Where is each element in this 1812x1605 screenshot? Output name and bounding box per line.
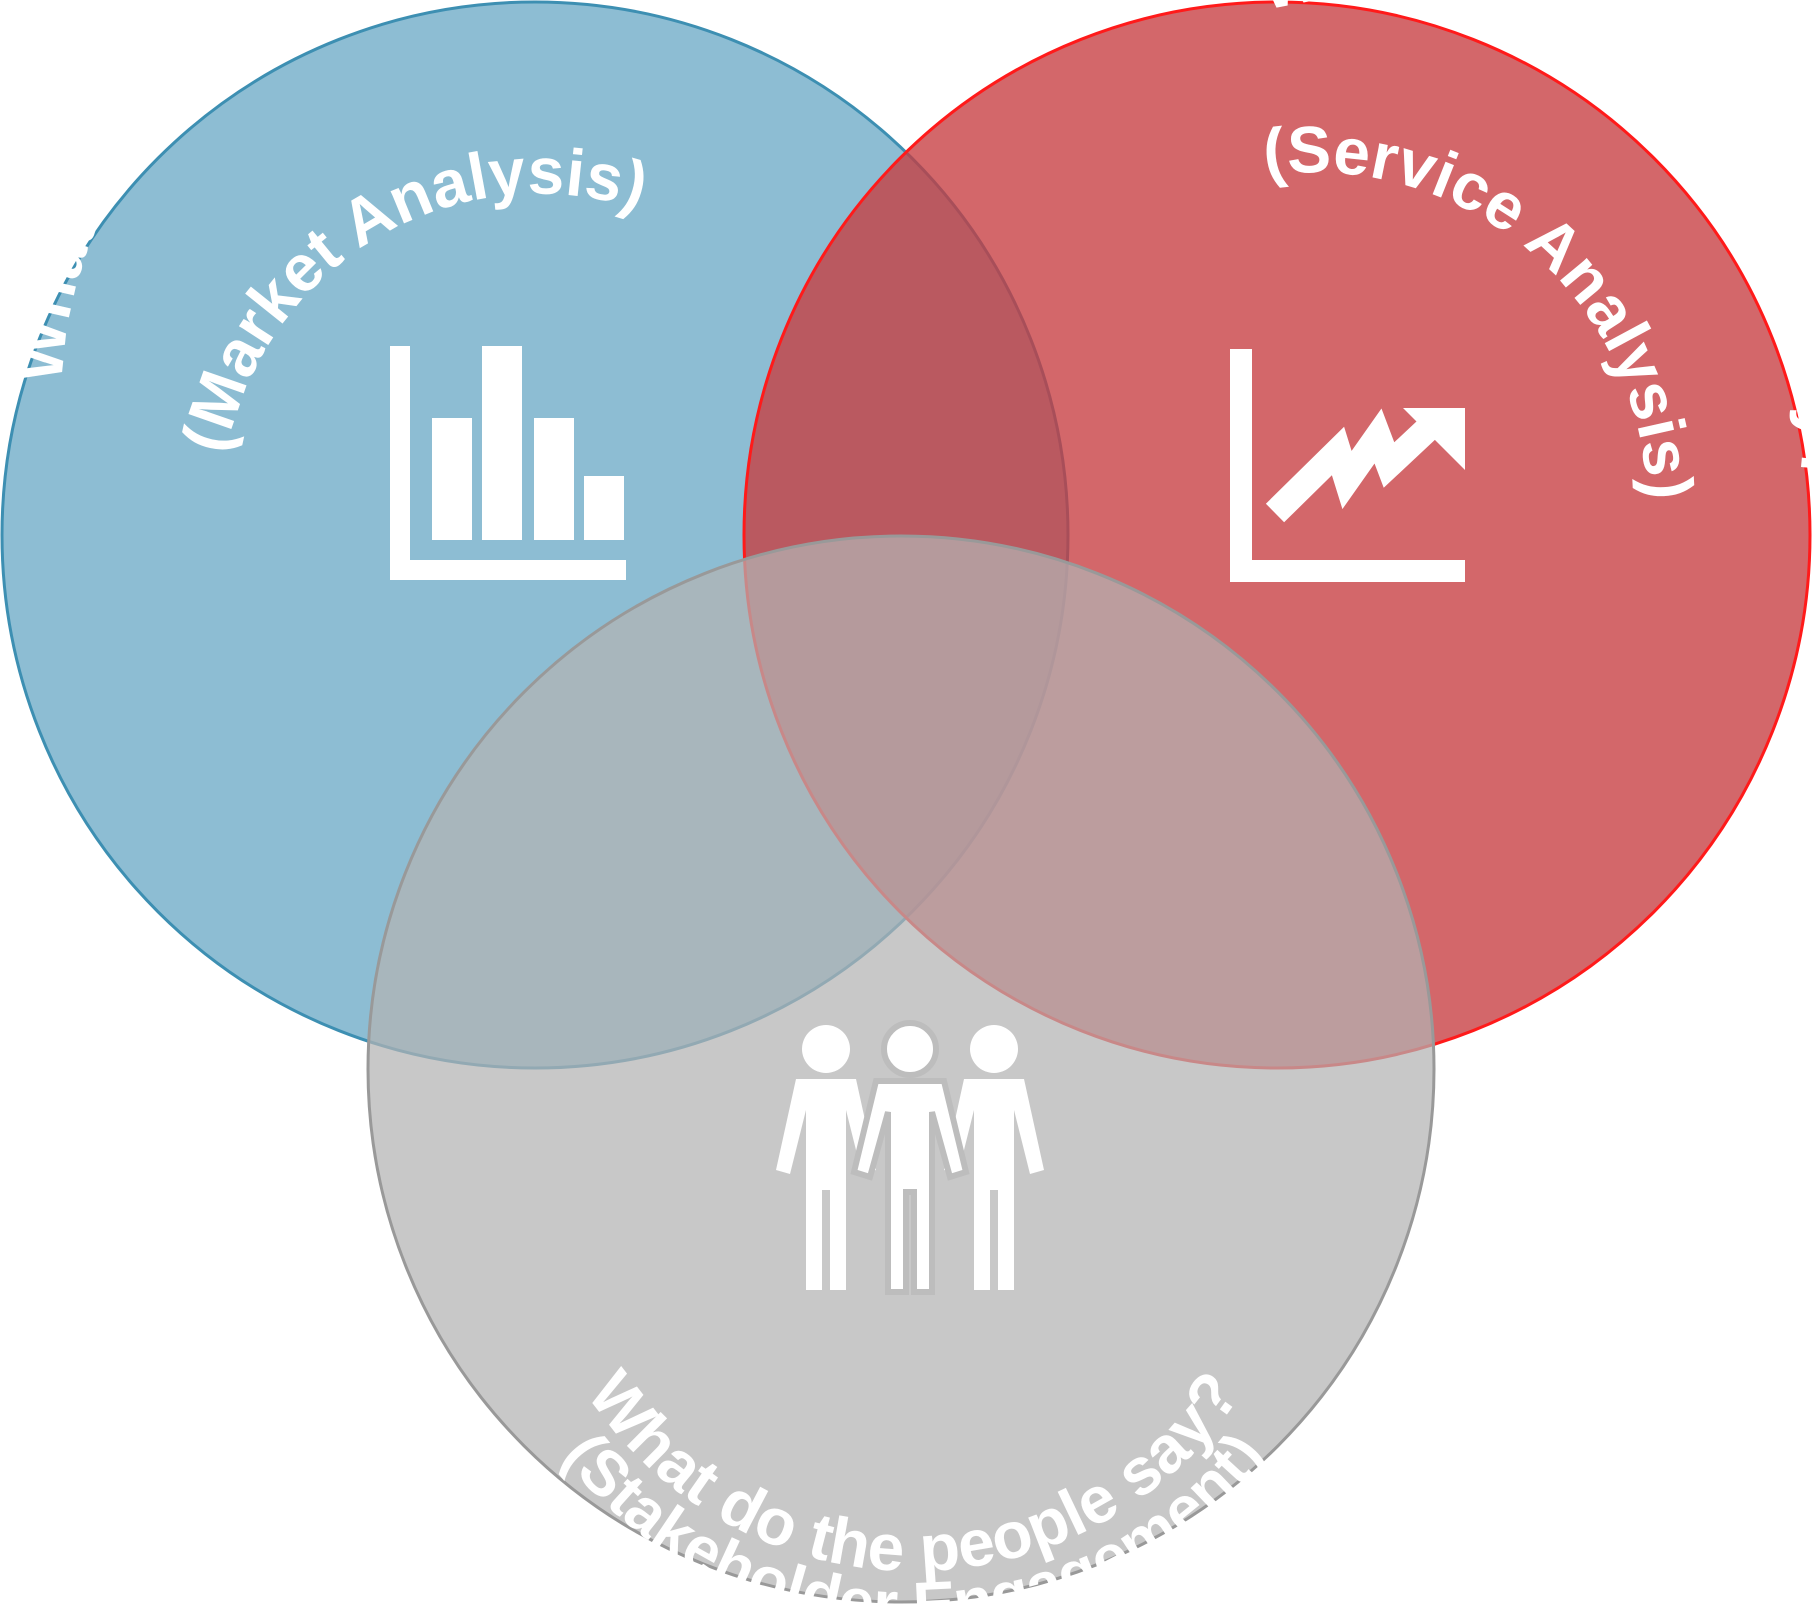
bar-chart-icon [390,346,626,580]
person-icon-right [944,1025,1044,1290]
people-group-icon [776,1020,1044,1295]
trend-up-chart-icon [1230,349,1465,582]
person-icon-center [850,1020,970,1295]
person-icon-left [776,1025,876,1290]
